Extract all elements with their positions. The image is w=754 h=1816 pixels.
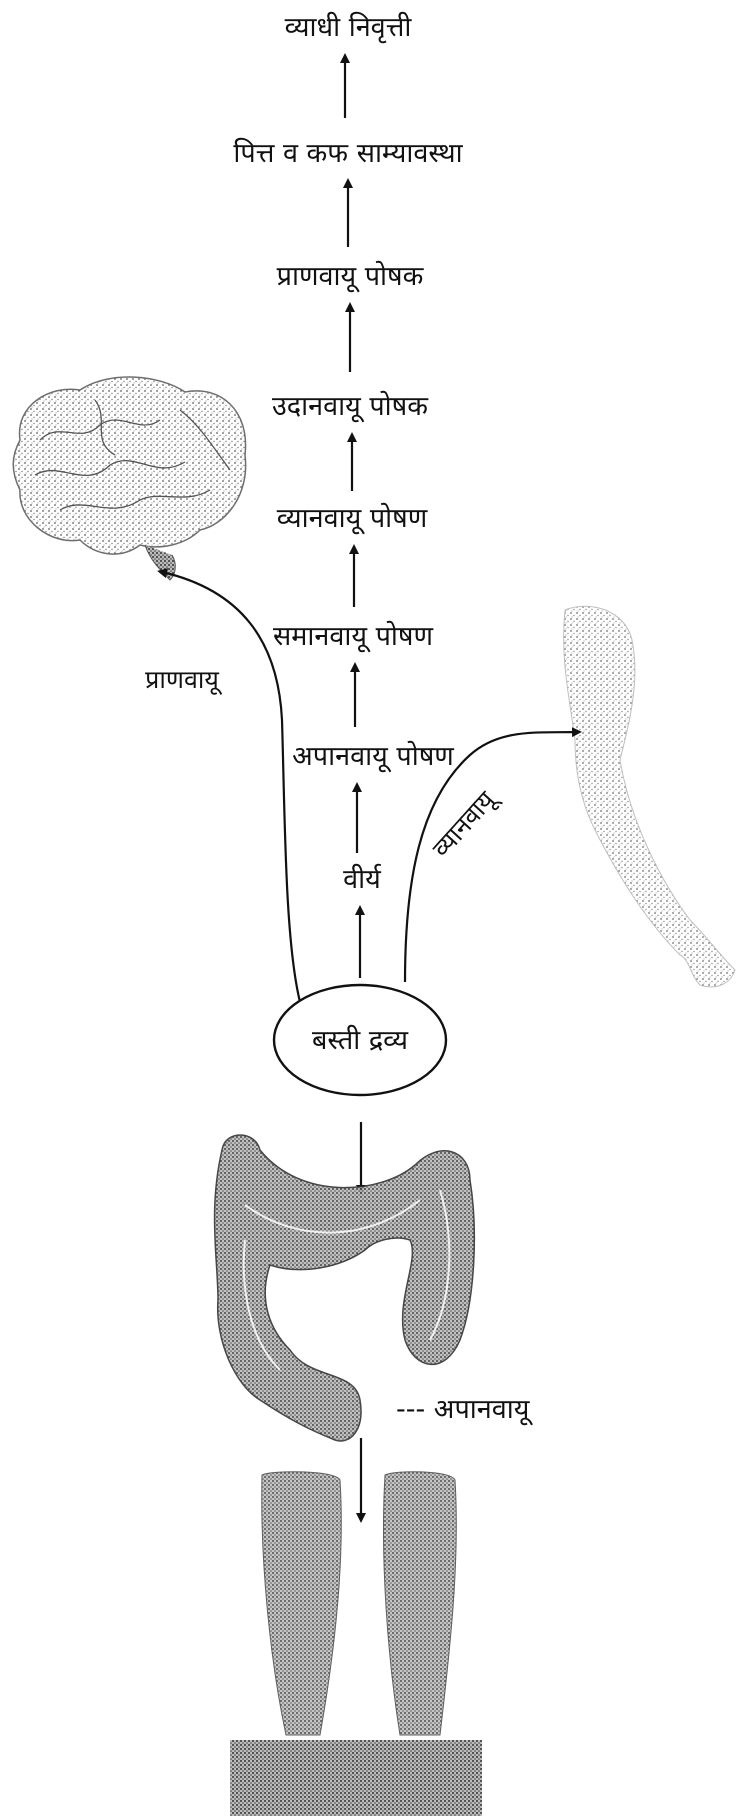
branch-left-label: प्राणवायू <box>145 665 223 695</box>
chain-label-6: अपानवायू पोषण <box>292 740 454 773</box>
chain-label-7: वीर्य <box>343 863 382 895</box>
chain-label-5: समानवायू पोषण <box>273 620 434 653</box>
chain-label-0: व्याधी निवृत्ती <box>285 11 413 44</box>
chain-label-1: पित्त व कफ साम्यावस्था <box>233 137 463 169</box>
legs-illustration <box>230 1472 482 1816</box>
chain-label-4: व्यानवायू पोषण <box>277 502 428 535</box>
arm-illustration <box>564 606 735 987</box>
chain-label-3: उदानवायू पोषक <box>272 390 429 423</box>
chain-label-2: प्राणवायू पोषक <box>277 260 425 293</box>
colon-label: --- अपानवायू <box>396 1394 533 1426</box>
center-node-label: बस्ती द्रव्य <box>312 1024 409 1056</box>
brain-illustration <box>13 377 245 580</box>
